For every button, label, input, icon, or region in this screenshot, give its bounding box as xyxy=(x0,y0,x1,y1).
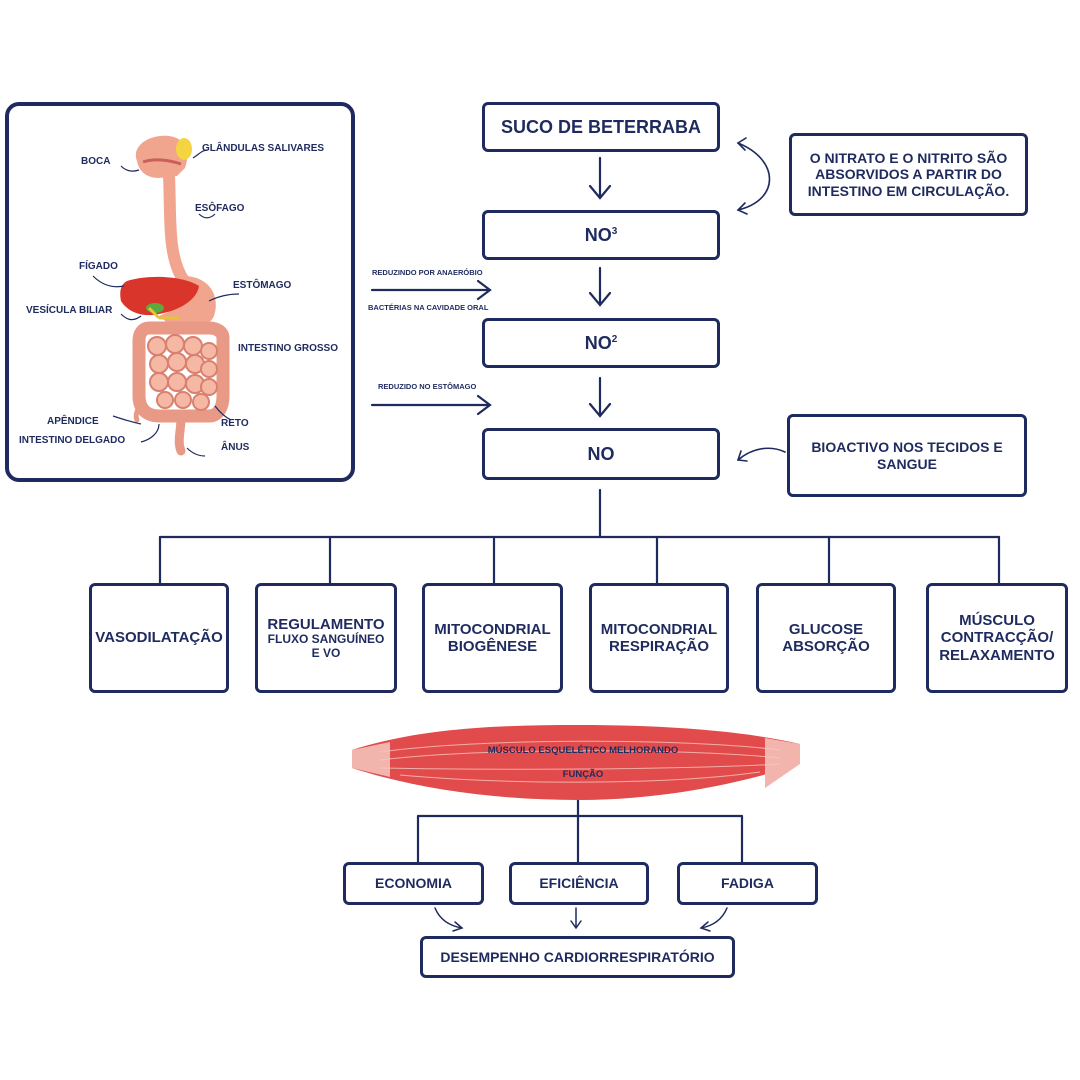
label-estomago: ESTÔMAGO xyxy=(233,280,292,291)
no2-label: NO2 xyxy=(585,333,618,354)
no-label: NO xyxy=(587,443,615,464)
muscle-text-line1: MÚSCULO ESQUELÉTICO MELHORANDO xyxy=(487,745,679,756)
effect-regulamento-line1: REGULAMENTO xyxy=(267,615,385,633)
outcome-economia: ECONOMIA xyxy=(343,862,484,905)
effect-regulamento-line3: E VO xyxy=(311,645,341,660)
suco-label: SUCO DE BETERRABA xyxy=(500,116,701,137)
arrow-stomach xyxy=(370,394,492,416)
muscle-text-line2: FUNÇÃO xyxy=(562,769,604,780)
note-reduzindo-anaerobio: REDUZINDO POR ANAERÓBIO xyxy=(372,268,483,277)
box-suco-beterraba: SUCO DE BETERRABA xyxy=(482,102,720,152)
nitrate-note-text: O NITRATO E O NITRITO SÃO ABSORVIDOS A P… xyxy=(807,150,1010,199)
effect-musculo-line3: RELAXAMENTO xyxy=(939,646,1055,664)
curved-arrow-bioactive xyxy=(737,447,786,461)
arrow-suco-no3 xyxy=(588,156,612,200)
effect-respiracao-line1: MITOCONDRIAL xyxy=(600,620,718,638)
effect-glucose-line1: GLUCOSE xyxy=(788,620,864,638)
label-intestino-grosso: INTESTINO GROSSO xyxy=(238,343,339,354)
effect-glucose-line2: ABSORÇÃO xyxy=(782,638,870,655)
effect-respiracao-line2: RESPIRAÇÃO xyxy=(608,638,709,655)
label-vesicula: VESÍCULA BILIAR xyxy=(26,305,113,316)
effect-musculo-line2: CONTRACÇÃO/ xyxy=(940,629,1054,647)
note-bacterias-cavidade: BACTÉRIAS NA CAVIDADE ORAL xyxy=(368,303,489,312)
arrow-bacteria xyxy=(370,279,492,301)
curved-arrow-nitrate xyxy=(737,142,771,211)
nitrate-note-box: O NITRATO E O NITRITO SÃO ABSORVIDOS A P… xyxy=(789,133,1028,216)
label-intestino-delgado: INTESTINO DELGADO xyxy=(19,435,126,446)
effect-biogenese-line1: MITOCONDRIAL xyxy=(434,620,551,638)
outcome-economia-text: ECONOMIA xyxy=(375,875,452,892)
effect-biogenese: MITOCONDRIAL BIOGÊNESE xyxy=(422,583,563,693)
outcome-fadiga-text: FADIGA xyxy=(721,875,774,892)
digestive-illustration xyxy=(92,135,240,457)
outcome-desempenho-text: DESEMPENHO CARDIORRESPIRATÓRIO xyxy=(440,948,715,965)
effect-regulamento: REGULAMENTO FLUXO SANGUÍNEO E VO xyxy=(255,583,397,693)
effect-musculo-line1: MÚSCULO xyxy=(959,612,1035,630)
outcome-desempenho: DESEMPENHO CARDIORRESPIRATÓRIO xyxy=(420,936,735,978)
outcome-eficiencia-text: EFICIÊNCIA xyxy=(539,875,619,892)
bioactive-note-text: BIOACTIVO NOS TECIDOS E SANGUE xyxy=(811,439,1003,472)
effect-musculo: MÚSCULO CONTRACÇÃO/ RELAXAMENTO xyxy=(926,583,1068,693)
no3-text: NO xyxy=(584,224,612,245)
digestive-system-panel: BOCA GLÂNDULAS SALIVARES ESÔFAGO FÍGADO … xyxy=(5,102,355,482)
arrow-no2-no xyxy=(588,376,612,418)
outcome-eficiencia: EFICIÊNCIA xyxy=(509,862,649,905)
label-glandulas: GLÂNDULAS SALIVARES xyxy=(202,143,325,154)
box-no: NO xyxy=(482,428,720,480)
label-boca: BOCA xyxy=(81,156,111,167)
label-figado: FÍGADO xyxy=(79,261,118,272)
no2-superscript: 2 xyxy=(611,333,618,345)
box-no2: NO2 xyxy=(482,318,720,368)
label-anus: ÂNUS xyxy=(221,442,250,453)
effect-vasodilatacao-line1: VASODILATAÇÃO xyxy=(95,629,223,647)
no3-label: NO3 xyxy=(585,225,618,246)
effect-glucose: GLUCOSE ABSORÇÃO xyxy=(756,583,896,693)
box-no3: NO3 xyxy=(482,210,720,260)
outcome-fadiga: FADIGA xyxy=(677,862,818,905)
bioactive-note-box: BIOACTIVO NOS TECIDOS E SANGUE xyxy=(787,414,1027,497)
effect-biogenese-line2: BIOGÊNESE xyxy=(447,638,538,655)
no3-superscript: 3 xyxy=(611,225,618,237)
no2-text: NO xyxy=(584,332,612,353)
effect-respiracao: MITOCONDRIAL RESPIRAÇÃO xyxy=(589,583,729,693)
effect-vasodilatacao: VASODILATAÇÃO xyxy=(89,583,229,693)
label-apendice: APÊNDICE xyxy=(47,416,99,427)
effect-regulamento-line2: FLUXO SANGUÍNEO xyxy=(267,631,385,646)
arrow-no3-no2 xyxy=(588,266,612,307)
label-reto: RETO xyxy=(221,418,249,429)
note-reduzido-estomago: REDUZIDO NO ESTÔMAGO xyxy=(378,382,477,391)
label-esofago: ESÔFAGO xyxy=(195,203,245,214)
